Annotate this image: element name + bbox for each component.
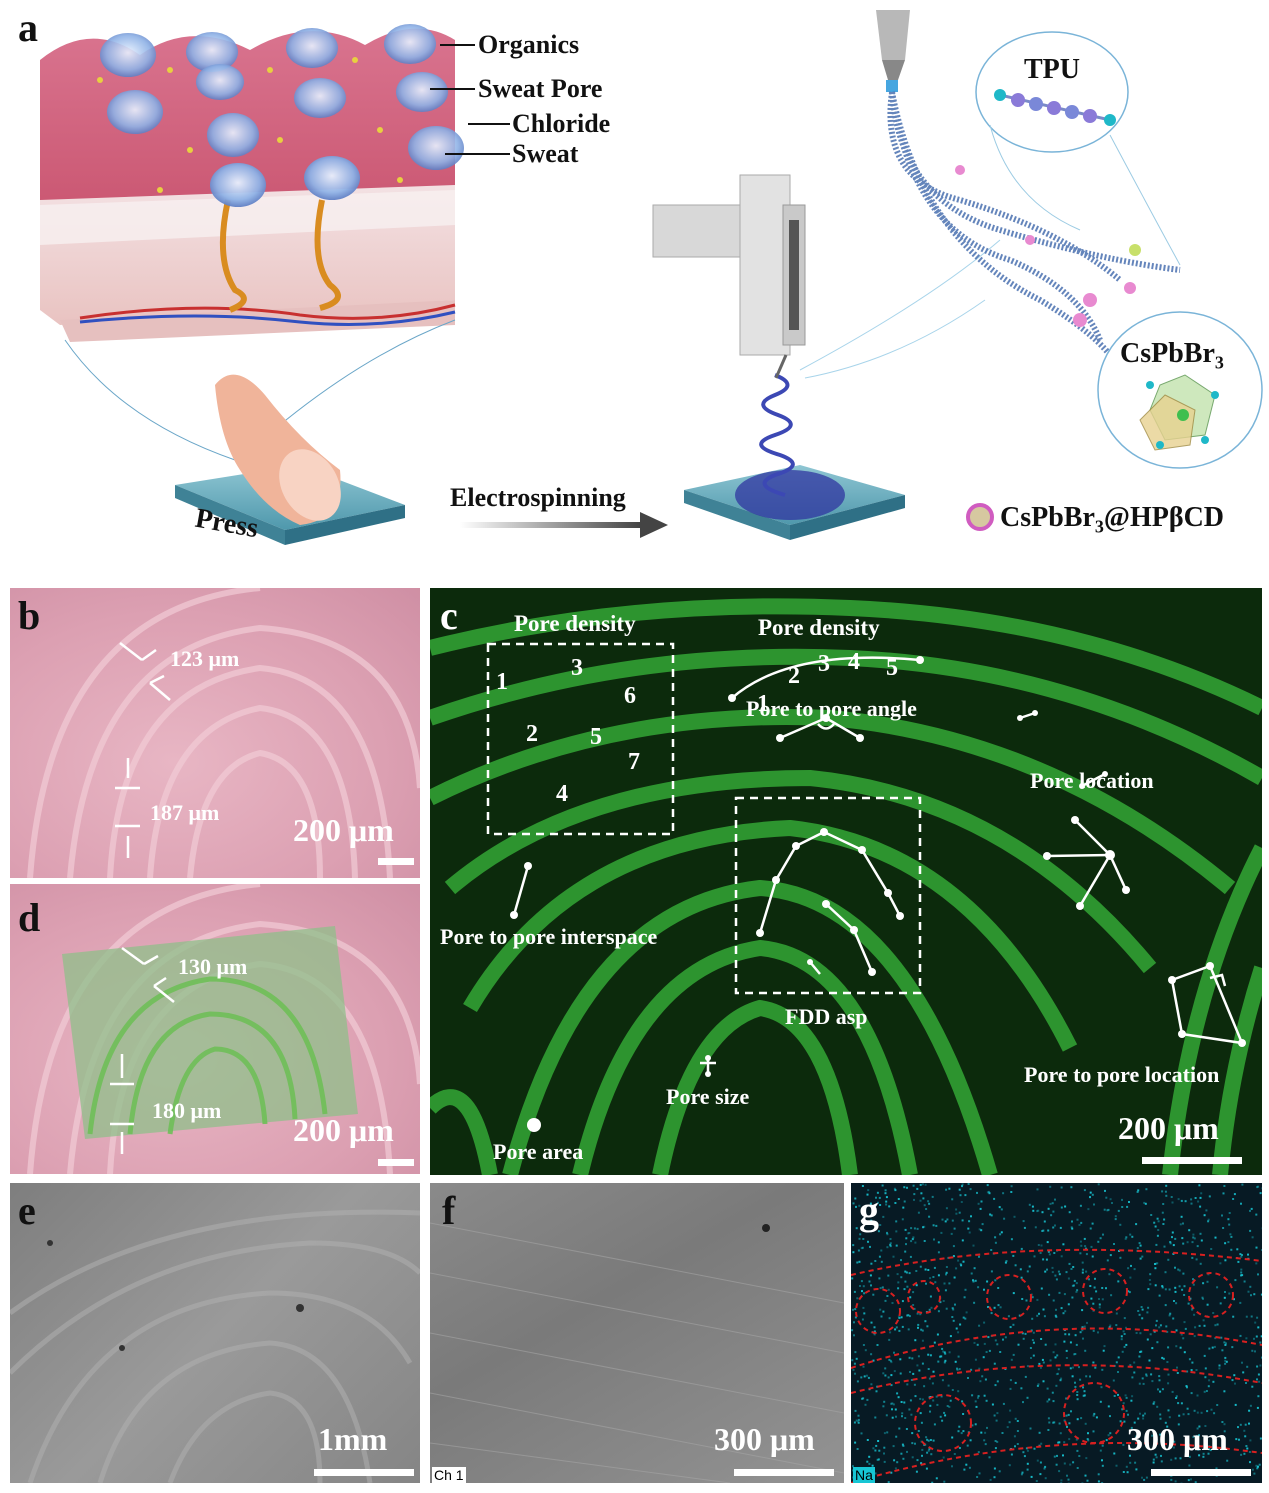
scale-bar-c xyxy=(1142,1157,1242,1164)
measure-arrows-d xyxy=(110,946,175,1154)
annotation-overlay-c xyxy=(486,642,1246,1132)
cspbbr3-main: CsPbBr xyxy=(1120,338,1215,369)
measure-180: 180 μm xyxy=(152,1098,222,1123)
sem-texture-f xyxy=(430,1222,844,1483)
label-arc-1: 1 xyxy=(757,691,769,717)
panel-a: a xyxy=(0,0,1269,585)
panel-letter-b: b xyxy=(18,593,41,638)
panel-d: d 130 μm 180 μm 200 μm xyxy=(10,884,420,1174)
cspbbr3-subscript: 3 xyxy=(1214,352,1224,373)
label-pore-area: Pore area xyxy=(493,1139,584,1164)
panel-letter-f: f xyxy=(442,1188,456,1233)
label-pore-location: Pore location xyxy=(1030,768,1154,793)
scale-label-b: 200 μm xyxy=(293,812,394,848)
label-box-6: 6 xyxy=(624,683,636,709)
label-pore-density-box: Pore density xyxy=(514,611,636,636)
label-pore-to-pore-angle: Pore to pore angle xyxy=(746,696,917,721)
eds-map-g xyxy=(851,1183,1262,1483)
label-organics: Organics xyxy=(478,30,580,59)
scale-label-g: 300 μm xyxy=(1127,1421,1228,1457)
label-arc-2: 2 xyxy=(788,663,800,689)
label-sweat-pore: Sweat Pore xyxy=(478,74,603,103)
label-pore-to-pore-location: Pore to pore location xyxy=(1024,1062,1220,1087)
label-box-4: 4 xyxy=(556,781,568,807)
eds-speckles xyxy=(851,1183,1262,1483)
sem-ridges-e xyxy=(10,1209,420,1483)
scale-bar-g xyxy=(1151,1469,1251,1476)
label-pore-to-pore-interspace: Pore to pore interspace xyxy=(440,924,658,949)
label-box-2: 2 xyxy=(526,721,538,747)
legend-main: CsPbBr xyxy=(1000,502,1095,533)
label-arc-3: 3 xyxy=(818,651,830,677)
panel-b: b 123 μm 187 μm 200 μm xyxy=(10,588,420,878)
element-label: Na xyxy=(853,1467,875,1483)
label-chloride: Chloride xyxy=(512,109,611,138)
panel-letter-d: d xyxy=(18,895,41,940)
leader-organics xyxy=(440,44,475,46)
legend-cspbbr3-hpbcd: CsPbBr3@HPβCD xyxy=(1000,504,1224,536)
panel-e: e 1mm xyxy=(10,1183,420,1483)
scale-bar-d xyxy=(378,1159,414,1166)
label-box-3: 3 xyxy=(571,655,583,681)
scale-bar-e xyxy=(314,1469,414,1476)
label-fdd-asp: FDD asp xyxy=(785,1004,868,1029)
skin-block-illustration xyxy=(40,10,1263,545)
label-box-5: 5 xyxy=(590,724,602,750)
scale-label-e: 1mm xyxy=(318,1421,388,1457)
legend-subscript: 3 xyxy=(1094,516,1104,537)
fluorescent-ridges-c xyxy=(430,598,1262,1175)
label-pore-density-arc: Pore density xyxy=(758,615,880,640)
label-arc-4: 4 xyxy=(848,649,860,675)
leader-sweat xyxy=(445,153,510,155)
scale-label-d: 200 μm xyxy=(293,1112,394,1148)
scale-label-c: 200 μm xyxy=(1118,1110,1219,1146)
panel-c: c xyxy=(430,588,1262,1175)
label-cspbbr3: CsPbBr3 xyxy=(1120,340,1224,372)
label-pore-size: Pore size xyxy=(666,1084,750,1109)
panel-letter-e: e xyxy=(18,1188,36,1233)
panel-letter-a: a xyxy=(18,5,38,50)
channel-label: Ch 1 xyxy=(432,1467,466,1483)
panel-letter-c: c xyxy=(440,593,458,638)
label-sweat: Sweat xyxy=(512,139,579,168)
measure-123: 123 μm xyxy=(170,646,240,671)
measure-187: 187 μm xyxy=(150,800,220,825)
ridge-pattern-b xyxy=(27,588,420,878)
panel-f: f 300 μm Ch 1 xyxy=(430,1183,844,1483)
scale-bar-b xyxy=(378,858,414,865)
label-box-1: 1 xyxy=(496,669,508,695)
measure-arrows-b xyxy=(115,642,171,858)
panel-g: g 300 μm Na xyxy=(851,1183,1262,1483)
leader-chloride xyxy=(468,123,510,125)
label-arc-5: 5 xyxy=(886,655,898,681)
ridge-pattern-d xyxy=(27,884,420,1174)
label-tpu: TPU xyxy=(1024,54,1080,85)
legend-tail: @HPβCD xyxy=(1103,502,1225,533)
label-electrospinning: Electrospinning xyxy=(450,483,626,512)
leader-sweat-pore xyxy=(430,88,475,90)
panel-letter-g: g xyxy=(859,1188,879,1233)
scale-label-f: 300 μm xyxy=(714,1421,815,1457)
scale-bar-f xyxy=(734,1469,834,1476)
label-box-7: 7 xyxy=(628,749,640,775)
measure-130: 130 μm xyxy=(178,954,248,979)
